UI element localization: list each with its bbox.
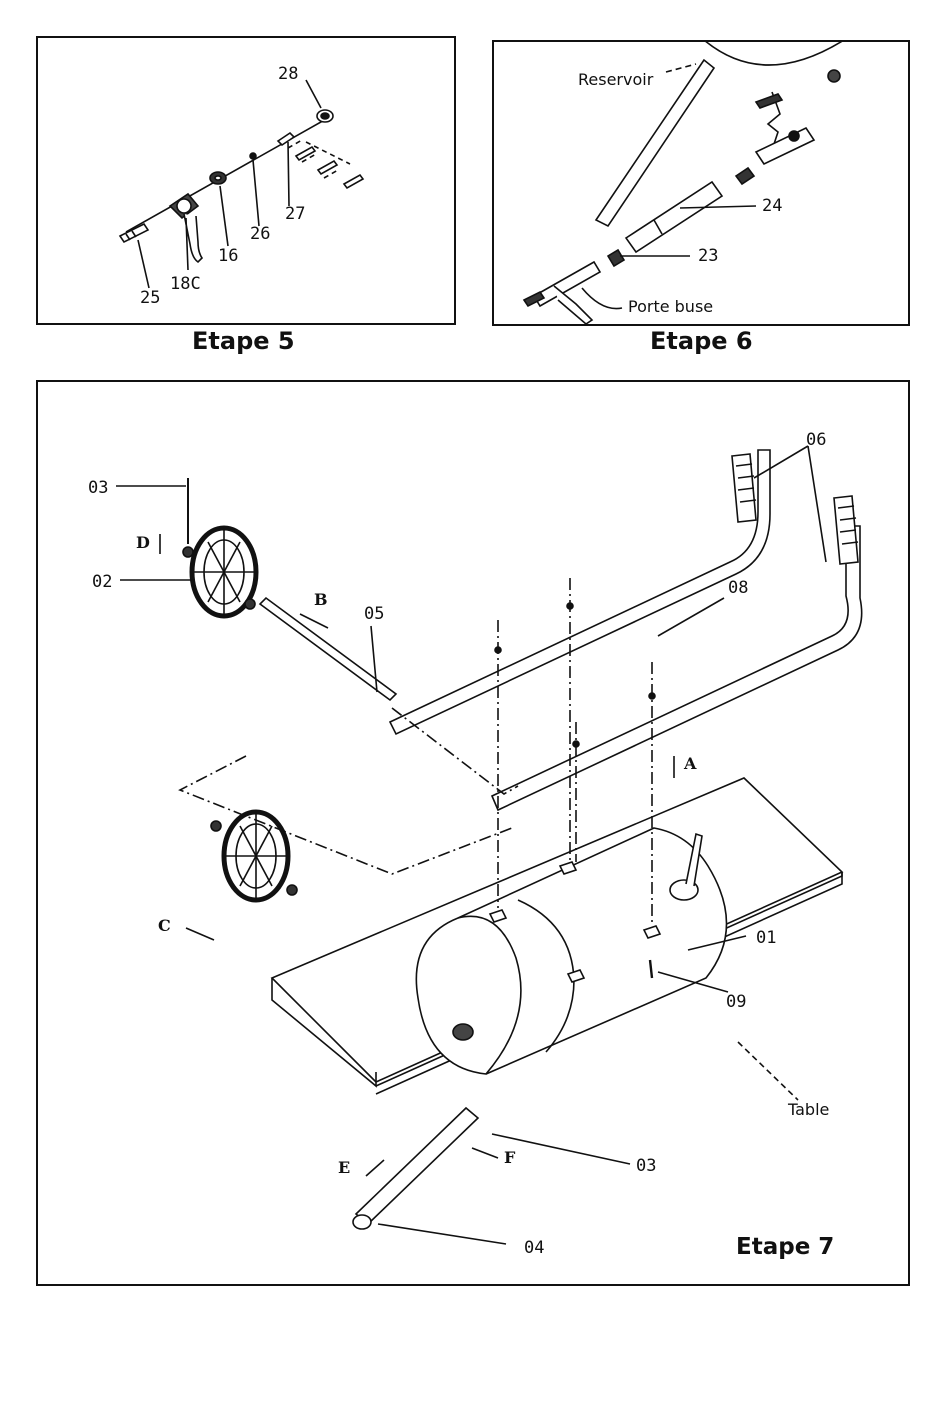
part-label-02: 02: [92, 574, 112, 591]
direction-label-f: F: [504, 1150, 515, 1166]
step5-illustration: [38, 38, 458, 327]
direction-label-a: A: [684, 756, 696, 772]
part-label-03-top: 03: [88, 480, 108, 497]
part-label-18c: 18C: [170, 276, 201, 293]
step6-illustration: [494, 42, 912, 328]
part-label-28: 28: [278, 66, 298, 83]
direction-label-e: E: [338, 1160, 350, 1176]
part-label-27: 27: [285, 206, 305, 223]
step6-panel: Reservoir 24 23 Porte buse: [492, 40, 910, 326]
part-label-24: 24: [762, 198, 782, 215]
part-label-01: 01: [756, 930, 776, 947]
part-label-09: 09: [726, 994, 746, 1011]
part-label-06: 06: [806, 432, 826, 449]
part-label-08: 08: [728, 580, 748, 597]
part-label-26: 26: [250, 226, 270, 243]
part-label-23: 23: [698, 248, 718, 265]
table-label: Table: [788, 1102, 829, 1118]
step7-caption: Etape 7: [736, 1234, 834, 1260]
step5-panel: 28 27 26 16 18C 25: [36, 36, 456, 325]
part-label-04: 04: [524, 1240, 544, 1257]
part-label-16: 16: [218, 248, 238, 265]
direction-label-c: C: [158, 918, 171, 934]
direction-label-b: B: [314, 592, 328, 608]
step6-caption: Etape 6: [650, 327, 753, 355]
step7-illustration: [38, 382, 912, 1288]
part-label-25: 25: [140, 290, 160, 307]
reservoir-label: Reservoir: [578, 72, 653, 88]
step7-panel: 06 03 D 02 B 05 08 A C 01 09 Table E F 0…: [36, 380, 910, 1286]
part-label-05: 05: [364, 606, 384, 623]
part-label-03-bottom: 03: [636, 1158, 656, 1175]
direction-label-d: D: [136, 535, 150, 551]
porte-buse-label: Porte buse: [628, 299, 713, 315]
step5-caption: Etape 5: [192, 327, 295, 355]
